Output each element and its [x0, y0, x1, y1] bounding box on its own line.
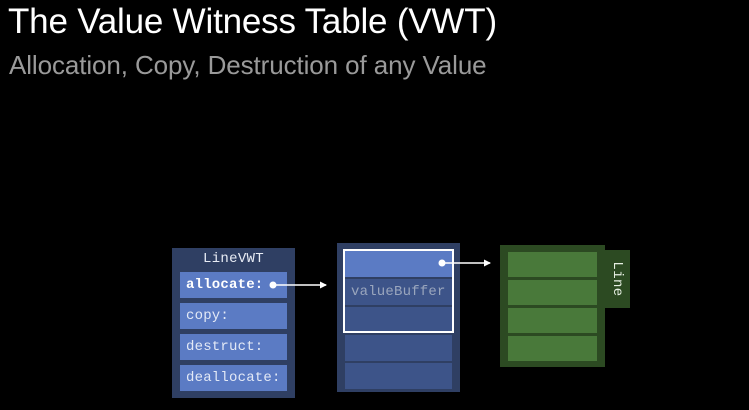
vwt-row-label: allocate: — [186, 277, 264, 293]
buffer-slot-2[interactable] — [345, 307, 452, 333]
line-object-tab-label: Line — [609, 261, 625, 297]
page-title: The Value Witness Table (VWT) — [8, 2, 497, 41]
buffer-box: valueBuffer — [337, 243, 460, 392]
vwt-row-copy[interactable]: copy: — [180, 303, 287, 329]
vwt-row-deallocate[interactable]: deallocate: — [180, 365, 287, 391]
buffer-slot-0[interactable] — [345, 251, 452, 277]
vwt-row-label: copy: — [186, 308, 230, 324]
vwt-row-label: deallocate: — [186, 370, 281, 386]
vwt-table-title: LineVWT — [203, 251, 264, 267]
line-object — [500, 245, 605, 367]
line-slot-1 — [508, 280, 597, 305]
buffer-slot-4[interactable] — [345, 363, 452, 389]
buffer-slot-1[interactable]: valueBuffer — [345, 279, 452, 305]
buffer-slot-3[interactable] — [345, 335, 452, 361]
vwt-table: LineVWT allocate: copy: destruct: deallo… — [172, 248, 295, 398]
vwt-row-label: destruct: — [186, 339, 264, 355]
line-slot-0 — [508, 252, 597, 277]
value-buffer-label: valueBuffer — [351, 284, 446, 300]
line-slot-2 — [508, 308, 597, 333]
vwt-row-destruct[interactable]: destruct: — [180, 334, 287, 360]
line-slot-3 — [508, 336, 597, 361]
vwt-row-allocate[interactable]: allocate: — [180, 272, 287, 298]
line-object-tab: Line — [604, 250, 630, 308]
page-subtitle: Allocation, Copy, Destruction of any Val… — [9, 50, 487, 80]
